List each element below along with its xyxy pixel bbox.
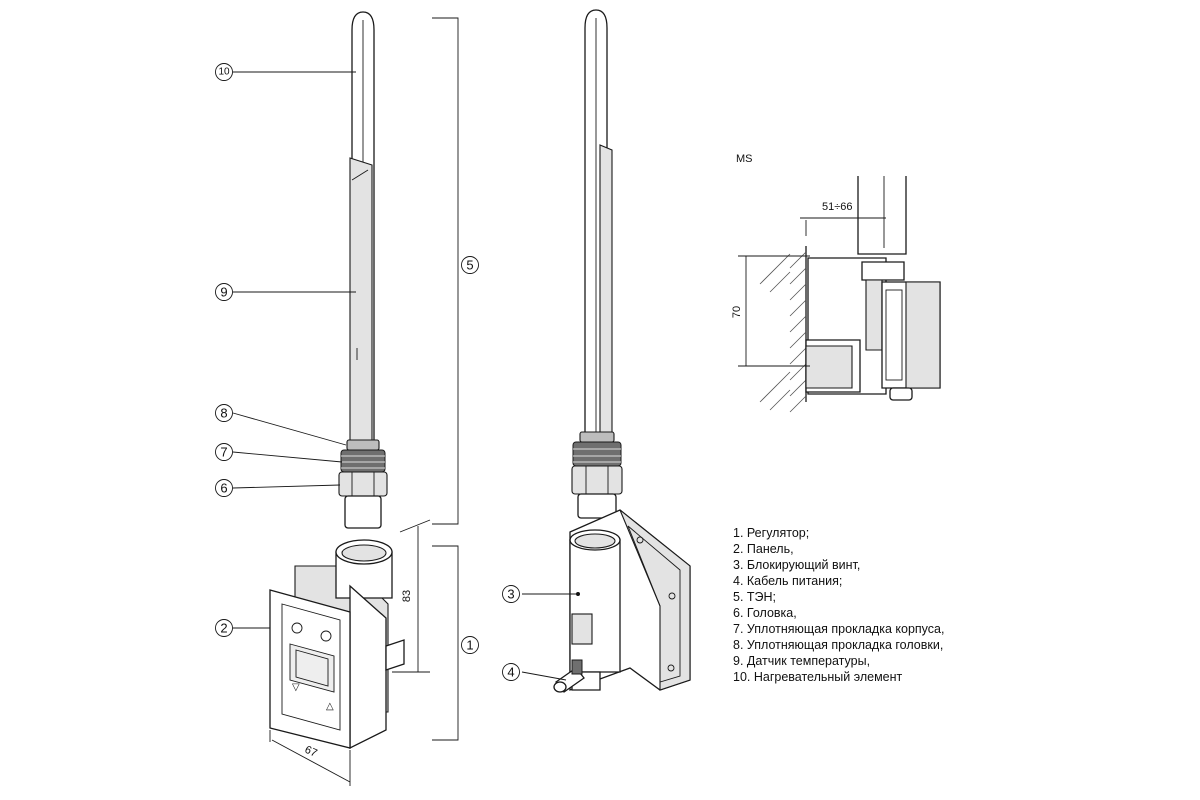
dimension-70: 70 — [731, 306, 743, 318]
head-nut-left — [338, 471, 388, 497]
parts-legend: 1. Регулятор; 2. Панель, 3. Блокирующий … — [733, 526, 944, 684]
callout-4: 4 — [502, 663, 520, 681]
svg-text:9: 9 — [220, 285, 227, 300]
legend-item: 5. ТЭН; — [733, 590, 776, 604]
ms-detail: MS — [731, 153, 941, 413]
temperature-sensor-left — [349, 157, 373, 445]
svg-text:2: 2 — [220, 621, 227, 636]
legend-item: 3. Блокирующий винт, — [733, 558, 860, 572]
callout-8: 8 — [215, 404, 233, 422]
bracket-5 — [432, 17, 459, 525]
ms-label: MS — [736, 153, 753, 165]
regulator-side-view — [553, 509, 691, 693]
callout-7: 7 — [215, 443, 233, 461]
svg-text:4: 4 — [507, 665, 514, 680]
bracket-1 — [432, 545, 459, 741]
svg-text:7: 7 — [220, 445, 227, 460]
svg-text:83: 83 — [401, 590, 413, 602]
legend-item: 2. Панель, — [733, 542, 794, 556]
svg-text:1: 1 — [466, 638, 473, 653]
panel-down-arrow: ▽ — [292, 682, 300, 693]
callout-10: 10 — [215, 63, 233, 81]
callout-9: 9 — [215, 283, 233, 301]
legend-item: 10. Нагревательный элемент — [733, 670, 903, 684]
callout-2: 2 — [215, 619, 233, 637]
dimension-83: 83 — [392, 519, 431, 673]
body-gasket-left — [340, 449, 386, 473]
legend-item: 7. Уплотняющая прокладка корпуса, — [733, 622, 944, 636]
svg-text:67: 67 — [303, 744, 319, 760]
legend-item: 6. Головка, — [733, 606, 797, 620]
legend-item: 1. Регулятор; — [733, 526, 809, 540]
callout-6: 6 — [215, 479, 233, 497]
callout-5: 5 — [461, 256, 479, 274]
svg-text:6: 6 — [220, 481, 227, 496]
svg-text:10: 10 — [218, 67, 230, 78]
left-assembly: ▽ △ 83 67 — [232, 11, 459, 786]
regulator-left: ▽ △ — [269, 539, 405, 750]
panel-up-arrow: △ — [326, 701, 334, 712]
callout-1: 1 — [461, 636, 479, 654]
svg-text:8: 8 — [220, 406, 227, 421]
legend-item: 8. Уплотняющая прокладка головки, — [733, 638, 943, 652]
callout-3: 3 — [502, 585, 520, 603]
legend-item: 9. Датчик температуры, — [733, 654, 870, 668]
dimension-67: 67 — [269, 730, 351, 786]
dimension-51-66: 51÷66 — [822, 201, 853, 213]
svg-text:5: 5 — [466, 258, 473, 273]
head-gasket-left — [346, 439, 380, 451]
middle-assembly — [521, 9, 691, 693]
legend-item: 4. Кабель питания; — [733, 574, 842, 588]
svg-text:3: 3 — [507, 587, 514, 602]
temperature-sensor-middle — [599, 144, 613, 443]
